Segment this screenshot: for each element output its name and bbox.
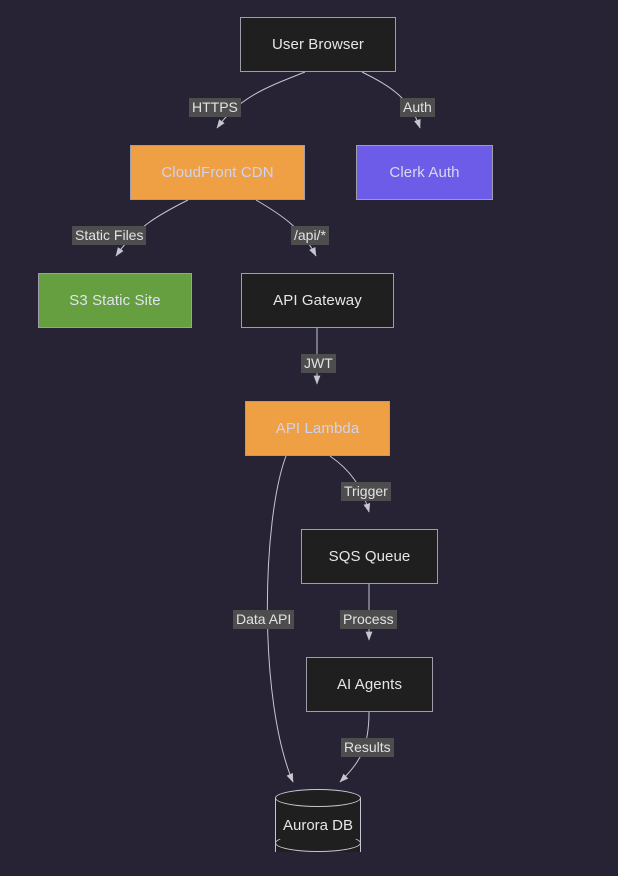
node-label: SQS Queue — [328, 548, 411, 565]
cylinder-top-ellipse — [275, 789, 361, 807]
node-label: AI Agents — [336, 676, 403, 693]
edge-label-e9: Data API — [233, 610, 295, 630]
node-ai_agents[interactable]: AI Agents — [306, 657, 433, 712]
node-label: API Lambda — [275, 420, 360, 437]
edge-label-e1: HTTPS — [189, 98, 241, 118]
node-sqs_queue[interactable]: SQS Queue — [301, 529, 438, 584]
node-label: User Browser — [271, 36, 365, 53]
edge-label-e7: Process — [340, 610, 397, 630]
node-user_browser[interactable]: User Browser — [240, 17, 396, 72]
edge-label-e3: Static Files — [72, 226, 147, 246]
edge-label-e5: JWT — [301, 354, 336, 374]
node-label: S3 Static Site — [69, 292, 161, 309]
edge-label-e4: /api/* — [291, 226, 329, 246]
node-s3_static[interactable]: S3 Static Site — [38, 273, 192, 328]
node-cloudfront[interactable]: CloudFront CDN — [130, 145, 305, 200]
node-label: Aurora DB — [282, 816, 354, 834]
node-api_gateway[interactable]: API Gateway — [241, 273, 394, 328]
node-label: API Gateway — [273, 292, 362, 309]
cylinder-bottom-ellipse — [275, 834, 361, 852]
node-aurora_db[interactable]: Aurora DB — [275, 789, 361, 861]
node-api_lambda[interactable]: API Lambda — [245, 401, 390, 456]
node-label: Clerk Auth — [389, 164, 460, 181]
edge-label-e2: Auth — [400, 98, 435, 118]
node-label: CloudFront CDN — [161, 164, 274, 181]
node-clerk_auth[interactable]: Clerk Auth — [356, 145, 493, 200]
edge-label-e8: Results — [341, 738, 394, 758]
edge-label-e6: Trigger — [341, 482, 391, 502]
